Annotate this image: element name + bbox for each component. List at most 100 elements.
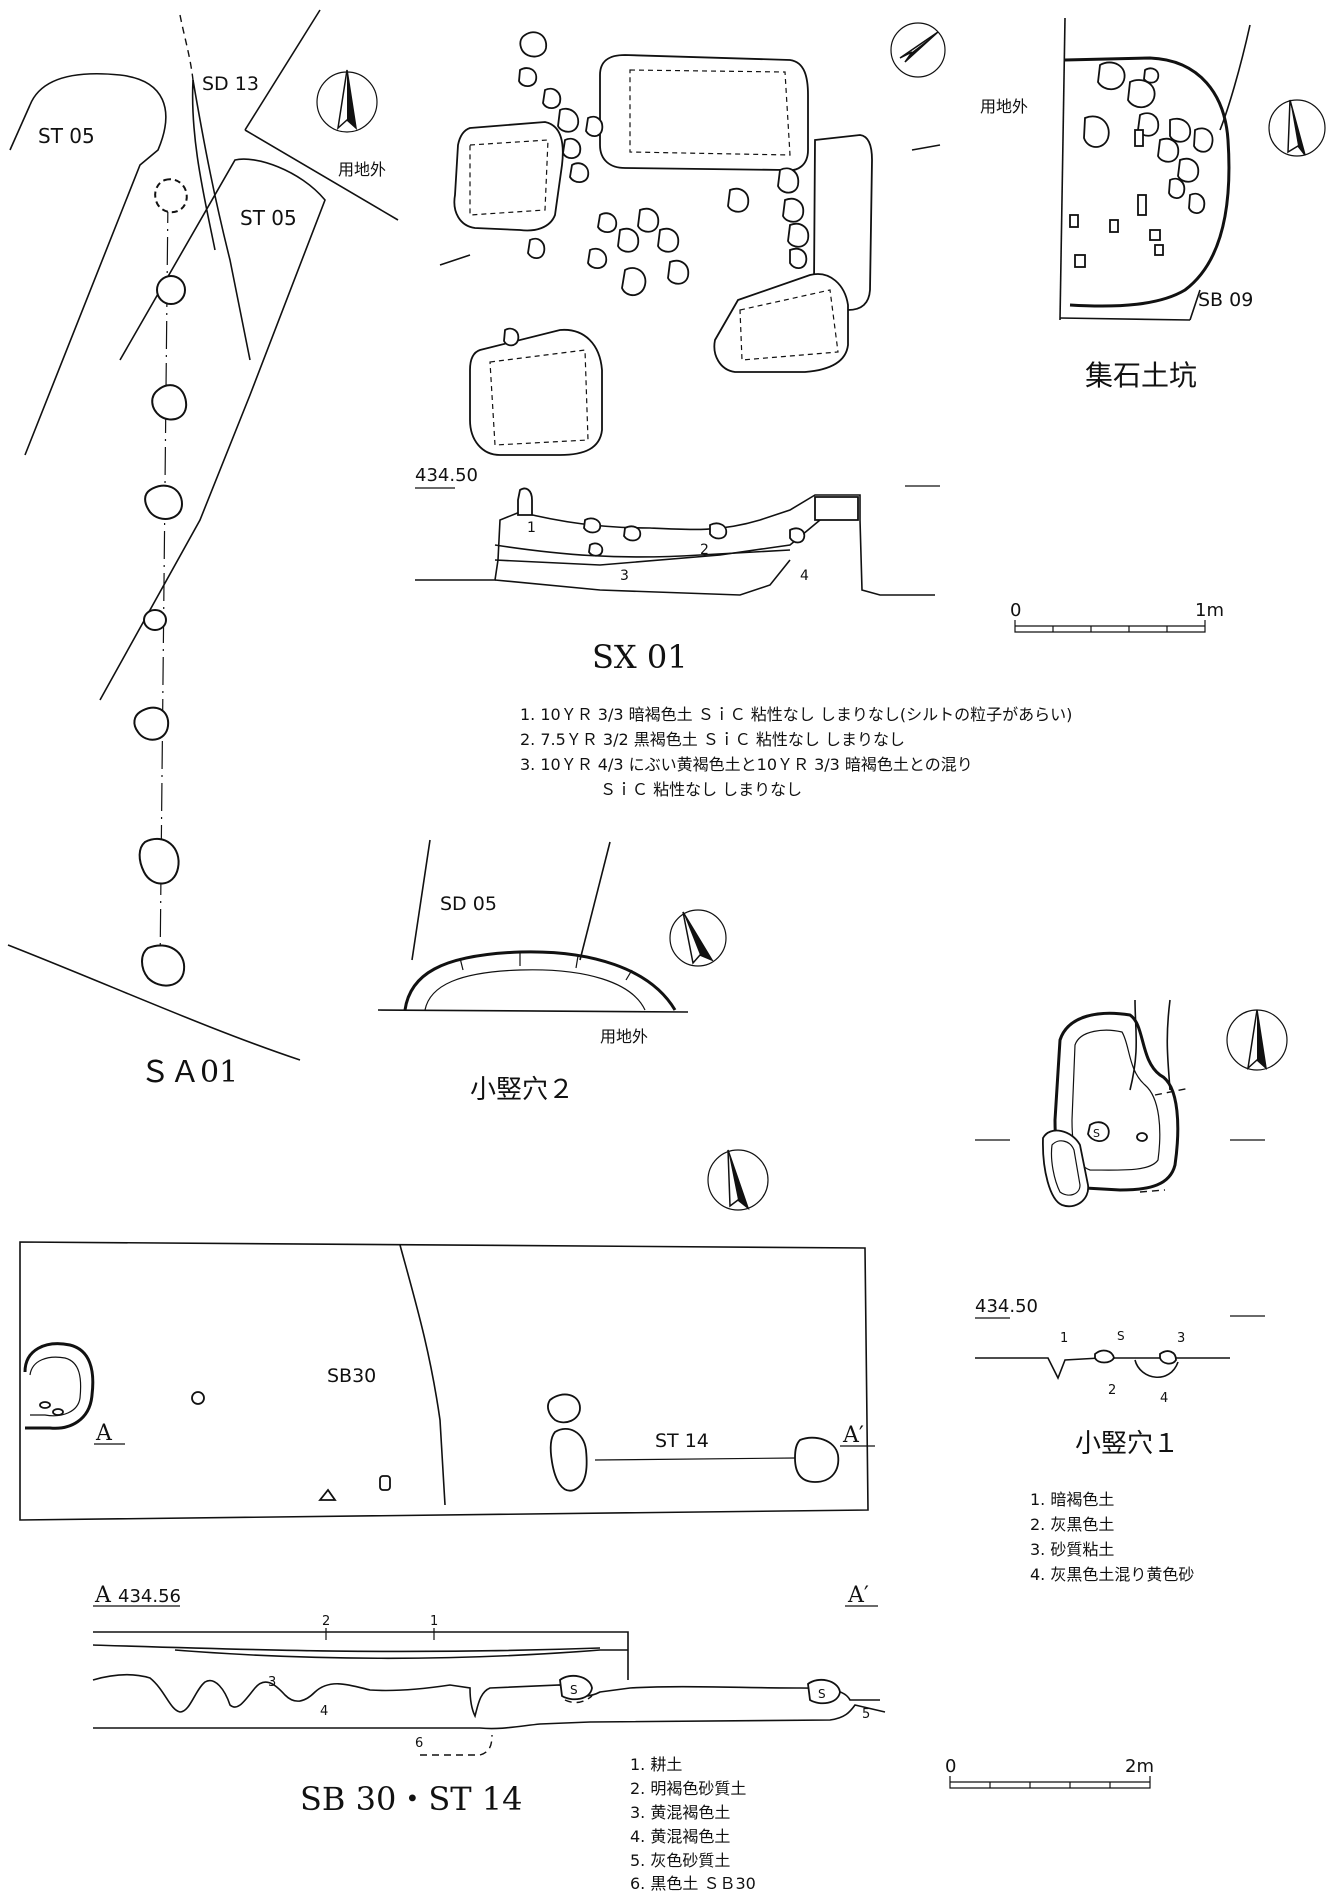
sx01-profile-line — [415, 494, 935, 596]
st05-label-lower: ST 05 — [240, 206, 297, 230]
boulder-bottom-left — [469, 329, 603, 456]
sb30-legend-5: 5. 灰色砂質土 — [630, 1851, 730, 1870]
scale-bar-2m: 0 2m — [945, 1756, 1154, 1789]
sd13-label: SD 13 — [202, 73, 259, 95]
stone-mark: S — [818, 1687, 826, 1701]
sb30-title: SB 30・ST 14 — [300, 1780, 523, 1818]
section-stone — [559, 1674, 593, 1701]
sx01-legend-3: 3. 10ＹＲ 4/3 にぶい黄褐色土と10ＹＲ 3/3 暗褐色土との混り — [520, 755, 973, 774]
scale-zero-label: 0 — [945, 1756, 956, 1777]
stone-st14 — [549, 1428, 588, 1492]
boundary-line-1 — [244, 9, 321, 131]
st05-upper-edge — [9, 104, 31, 151]
koketsu1-title: 小竪穴１ — [1075, 1429, 1179, 1459]
scale-bar-1m: 0 1m — [1010, 600, 1224, 633]
section-stone — [807, 1678, 841, 1705]
sd05-label: SD 05 — [440, 893, 497, 915]
st14-axis — [594, 1457, 796, 1461]
boundary-line-2 — [244, 129, 399, 221]
stone-st14 — [794, 1436, 840, 1483]
post-hole-6 — [133, 706, 170, 741]
section-elevation: 434.56 — [118, 1586, 181, 1607]
koketsu1-layer-3: 3 — [1177, 1331, 1185, 1346]
stone-mark: S — [1093, 1127, 1100, 1140]
post-hole-5 — [143, 609, 167, 631]
boulder-left — [453, 121, 564, 232]
sb30-section: A 434.56 A′ S S 1 2 3 4 5 6 SB 30・ST 14 … — [92, 1583, 1154, 1893]
koketsu1-layer-1: 1 — [1060, 1331, 1068, 1346]
stone-st14 — [547, 1393, 581, 1424]
sx01-title: SX 01 — [592, 638, 688, 676]
north-arrow-icon — [669, 909, 727, 967]
north-arrow-icon — [890, 22, 946, 78]
sx01-plan — [439, 22, 946, 456]
outside-site-label: 用地外 — [338, 160, 386, 179]
koketsu1-legend-3: 3. 砂質粘土 — [1030, 1540, 1114, 1559]
sa01-plan: ST 05 SD 13 ST 05 用地外 ＳＡ01 — [7, 9, 399, 1090]
koketsu2-outline — [403, 950, 677, 1011]
a-prime-marker: A′ — [842, 1423, 864, 1448]
post-hole-3 — [151, 384, 188, 421]
sb30-legend-3: 3. 黄混褐色土 — [630, 1803, 730, 1822]
sx01-legend-2: 2. 7.5ＹＲ 3/2 黒褐色土 ＳｉＣ 粘性なし しまりなし — [520, 730, 905, 749]
post-hole-8 — [141, 944, 186, 987]
st14-label: ST 14 — [655, 1430, 709, 1452]
sb30-plan: SB30 ST 14 A A′ — [19, 1149, 875, 1521]
sd13-channel-line — [192, 79, 251, 361]
koketsu1-layer-2: 2 — [1108, 1383, 1116, 1398]
koketsu1-legend-2: 2. 灰黒色土 — [1030, 1515, 1114, 1534]
sb30-profile-layer — [92, 1673, 880, 1719]
scale-max-label: 1m — [1195, 600, 1224, 621]
koketsu2-title: 小竪穴２ — [470, 1075, 574, 1105]
sx01-elevation: 434.50 — [415, 465, 478, 486]
sb30-legend-2: 2. 明褐色砂質土 — [630, 1779, 746, 1798]
a-marker: A — [95, 1421, 113, 1446]
sd13-channel-line-2 — [191, 79, 216, 251]
section-a-label: A — [94, 1583, 112, 1608]
north-arrow-icon — [316, 69, 378, 133]
sx01-section: 434.50 1 2 3 4 0 1m SX 01 1. 10ＹＲ 3/3 暗褐… — [415, 465, 1224, 799]
scale-max-label: 2m — [1125, 1756, 1154, 1777]
stone-mark: S — [1117, 1329, 1125, 1343]
sb30-layer-5: 5 — [862, 1707, 870, 1722]
sx01-axis-right — [911, 144, 941, 151]
koketsu1-layer-4: 4 — [1160, 1391, 1168, 1406]
pit-outline — [1064, 56, 1231, 308]
outside-site-label: 用地外 — [600, 1027, 648, 1046]
sx01-legend-4: ＳｉＣ 粘性なし しまりなし — [600, 780, 802, 799]
north-arrow-icon — [707, 1149, 769, 1211]
sa01-title: ＳＡ01 — [140, 1055, 238, 1090]
shuseki-title: 集石土坑 — [1085, 359, 1197, 392]
sb30-layer-4: 4 — [320, 1704, 328, 1719]
scale-zero-label: 0 — [1010, 600, 1021, 621]
sx01-layer-2: 2 — [700, 542, 709, 558]
st05-label-upper: ST 05 — [38, 124, 95, 148]
post-hole-7 — [138, 837, 180, 885]
shuseki-plan: 用地外 SB 09 集石土坑 — [980, 17, 1326, 392]
outside-site-label: 用地外 — [980, 97, 1028, 116]
koketsu1-legend-1: 1. 暗褐色土 — [1030, 1490, 1114, 1509]
sx01-legend-1: 1. 10ＹＲ 3/3 暗褐色土 ＳｉＣ 粘性なし しまりなし(シルトの粒子があ… — [520, 705, 1072, 724]
sb30-legend-1: 1. 耕土 — [630, 1755, 682, 1774]
sb30-layer-3: 3 — [268, 1675, 276, 1690]
koketsu1-section: 434.50 1 2 3 4 S 小竪穴１ 1. 暗褐色土 2. 灰黒色土 3.… — [975, 1296, 1265, 1584]
sb30-legend-4: 4. 黄混褐色土 — [630, 1827, 730, 1846]
sb30-layer-6: 6 — [415, 1736, 423, 1751]
koketsu1-profile — [975, 1357, 1230, 1380]
koketsu1-legend-4: 4. 灰黒色土混り黄色砂 — [1030, 1565, 1194, 1584]
st05-lower-outline — [99, 158, 326, 701]
sb30-divide-line — [399, 1244, 446, 1506]
koketsu1-plan: S — [975, 999, 1288, 1208]
sb30-legend-6: 6. 黒色土 ＳＢ30 — [630, 1874, 756, 1893]
sx01-axis-left — [439, 254, 471, 266]
post-hole-2 — [156, 275, 186, 305]
post-hole-1 — [154, 178, 188, 214]
north-arrow-icon — [1226, 1009, 1288, 1071]
boulder-bottom-right — [713, 273, 849, 373]
post-hole-4 — [144, 484, 184, 520]
sb09-label: SB 09 — [1198, 289, 1253, 311]
sb30-label: SB30 — [327, 1365, 376, 1387]
sb30-layer-2: 2 — [322, 1614, 330, 1629]
sb30-pit — [23, 1342, 95, 1430]
